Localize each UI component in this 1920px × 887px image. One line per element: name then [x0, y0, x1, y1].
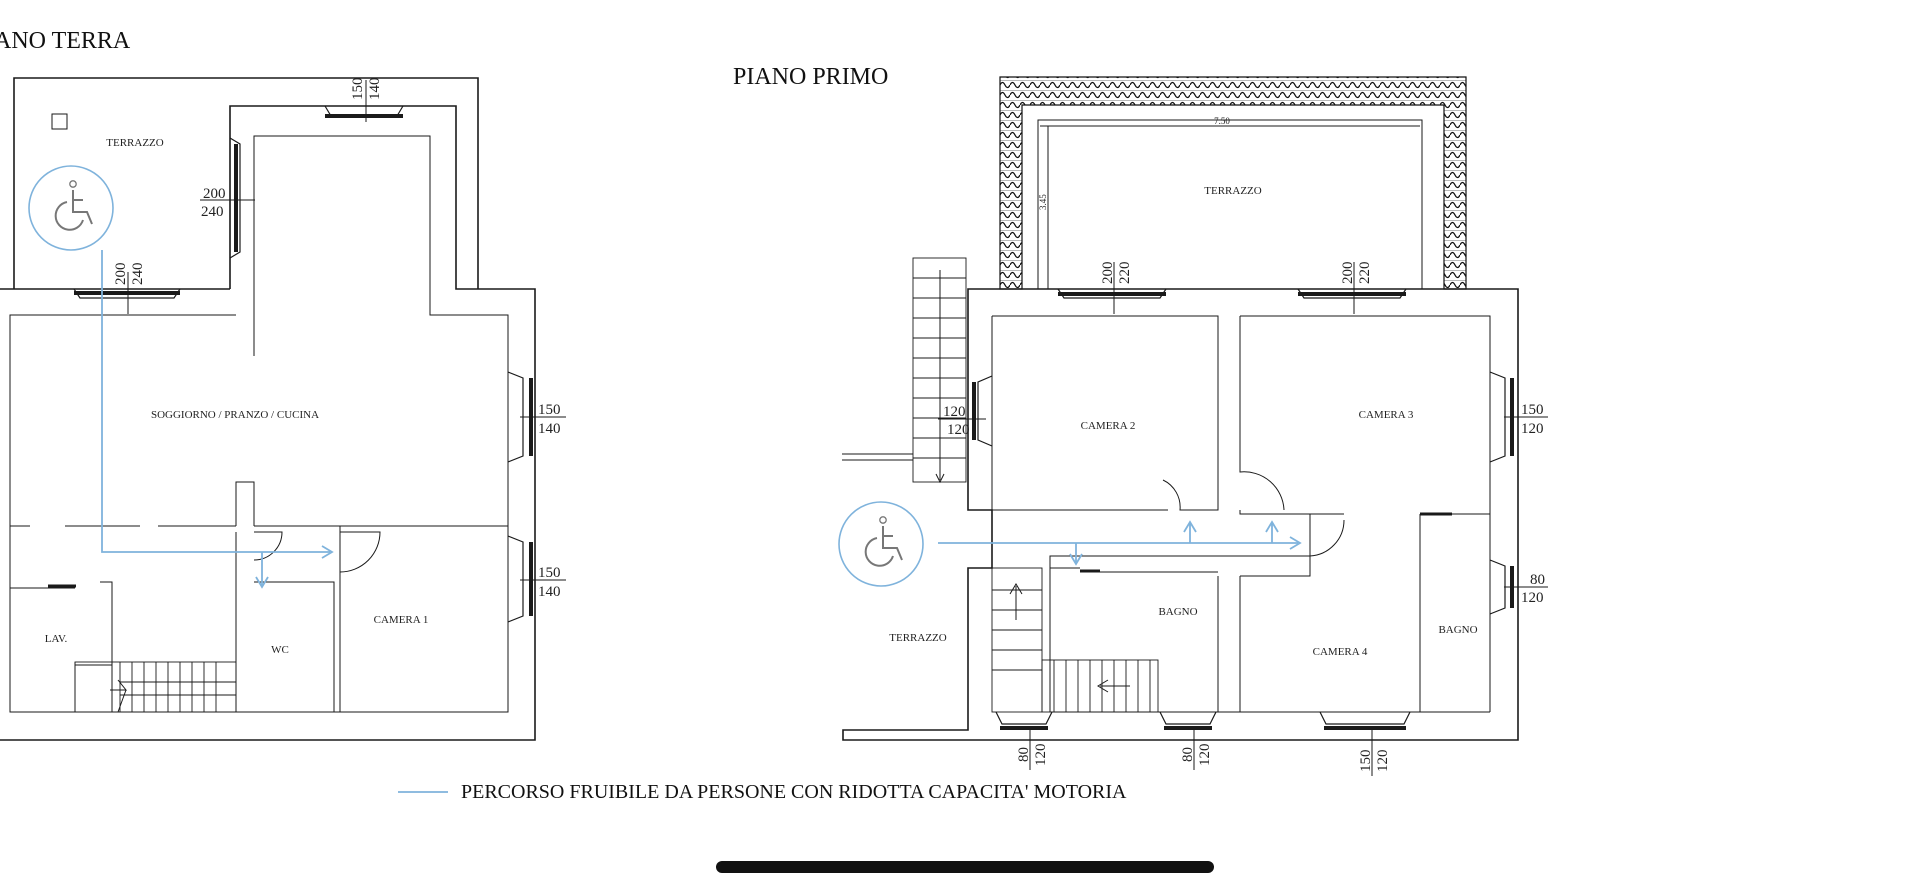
- room-label-terrazzo-left: TERRAZZO: [889, 632, 946, 644]
- dim-cam3-right-w: 150: [1521, 402, 1544, 418]
- dim-cam2-left-h: 120: [947, 422, 970, 438]
- ground-terrace-outline: [13, 77, 479, 289]
- wheelchair-accessibility-icon: [28, 165, 114, 251]
- dim-right-upper-w: 150: [538, 402, 561, 418]
- room-label-soggiorno: SOGGIORNO / PRANZO / CUCINA: [151, 409, 319, 421]
- dim-bottom2-w: 80: [1180, 747, 1196, 762]
- room-label-bagno-right: BAGNO: [1438, 624, 1477, 636]
- room-label-wc: WC: [271, 644, 289, 656]
- room-label-camera3: CAMERA 3: [1359, 409, 1414, 421]
- dim-top-window-w: 150: [350, 78, 366, 101]
- ground-floor-plan: TERRAZZO SOGGIORNO / PRANZO / CUCINA CAM…: [0, 77, 566, 741]
- room-label-camera1: CAMERA 1: [374, 614, 429, 626]
- dim-terrace-width: 7.50: [1214, 116, 1230, 126]
- dim-bagno-right-w: 80: [1530, 572, 1545, 588]
- dim-cam3-top-h: 220: [1357, 262, 1373, 285]
- first-internal-stair: [991, 567, 1159, 713]
- ground-floor-title: ANO TERRA: [0, 28, 131, 54]
- dim-bottom1-w: 80: [1016, 747, 1032, 762]
- first-dimension-labels: 200 220 200 220 120 120 150 120 80 120 8…: [938, 262, 1548, 776]
- dim-top-window-h: 140: [367, 78, 383, 101]
- dim-left-window-h: 240: [201, 204, 224, 220]
- room-label-camera2: CAMERA 2: [1081, 420, 1136, 432]
- ground-accessible-route: [101, 250, 334, 589]
- dim-right-upper-h: 140: [538, 421, 561, 437]
- dim-right-lower-h: 140: [538, 584, 561, 600]
- dim-cam3-right-h: 120: [1521, 421, 1544, 437]
- ground-dimension-labels: 150 140 200 240 200 240 150 140 150 140: [113, 78, 566, 600]
- dim-cam2-top-w: 200: [1100, 262, 1116, 285]
- first-terrace-parapet: [999, 76, 1467, 290]
- dim-right-lower-w: 150: [538, 565, 561, 581]
- dim-cam2-top-h: 220: [1117, 262, 1133, 285]
- dim-bottom3-w: 150: [1358, 750, 1374, 773]
- dim-bottom2-h: 120: [1197, 744, 1213, 767]
- dim-terrace-depth: 3.45: [1038, 194, 1048, 210]
- first-windows: [972, 288, 1514, 730]
- room-label-bagno-center: BAGNO: [1158, 606, 1197, 618]
- dim-bottom3-h: 120: [1375, 750, 1391, 773]
- room-label-camera4: CAMERA 4: [1313, 646, 1368, 658]
- dim-bottom1-h: 120: [1033, 744, 1049, 767]
- dim-left-window-w: 200: [203, 186, 226, 202]
- first-external-stair: [842, 257, 967, 484]
- dim-door-w: 200: [113, 263, 129, 286]
- legend: PERCORSO FRUIBILE DA PERSONE CON RIDOTTA…: [398, 781, 1127, 803]
- dim-cam3-top-w: 200: [1340, 262, 1356, 285]
- dim-cam2-left-w: 120: [943, 404, 966, 420]
- dim-door-h: 240: [130, 263, 146, 286]
- dim-bagno-right-h: 120: [1521, 590, 1544, 606]
- first-floor-plan: 7.50 3.45: [838, 76, 1548, 776]
- room-label-terrazzo-ground: TERRAZZO: [106, 137, 163, 149]
- ground-stair: [74, 661, 237, 713]
- ground-upper-wing: [0, 105, 536, 741]
- first-accessible-route: [938, 520, 1302, 566]
- room-label-terrazzo-first: TERRAZZO: [1204, 185, 1261, 197]
- first-floor-title: PIANO PRIMO: [733, 64, 888, 90]
- ground-windows: [48, 105, 533, 623]
- legend-label: PERCORSO FRUIBILE DA PERSONE CON RIDOTTA…: [461, 781, 1127, 803]
- terrace-column: [51, 113, 68, 130]
- home-indicator[interactable]: [716, 861, 1214, 873]
- room-label-lav: LAV.: [45, 633, 68, 645]
- wheelchair-accessibility-icon: [838, 501, 924, 587]
